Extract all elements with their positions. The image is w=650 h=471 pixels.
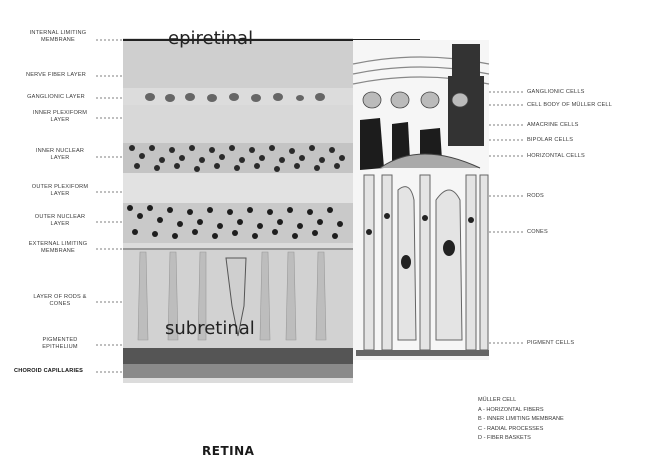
label-ganglionic-layer: GANGLIONIC LAYER — [18, 94, 94, 101]
pigment-band — [123, 348, 353, 364]
epiretinal-label: epiretinal — [168, 28, 253, 49]
pigment-cells — [356, 350, 489, 356]
legend-item-b: B - INNER LIMITING MEMBRANE — [478, 415, 564, 425]
rods-cones-right — [364, 175, 488, 350]
label-pigmented-epithelium: PIGMENTED EPITHELIUM — [30, 337, 90, 350]
legend-title: MÜLLER CELL — [478, 396, 564, 406]
label-muller-cell-body: CELL BODY OF MÜLLER CELL — [527, 102, 612, 109]
label-external-limiting-membrane: EXTERNAL LIMITING MEMBRANE — [20, 241, 96, 254]
label-outer-nuclear-layer: OUTER NUCLEAR LAYER — [30, 214, 90, 227]
right-leader-lines — [489, 92, 524, 343]
legend-item-d: D - FIBER BASKETS — [478, 434, 564, 444]
label-nerve-fiber-layer: NERVE FIBER LAYER — [18, 72, 94, 79]
label-inner-plexiform-layer: INNER PLEXIFORM LAYER — [30, 110, 90, 123]
outer-plexiform-band — [123, 173, 353, 203]
legend-item-c: C - RADIAL PROCESSES — [478, 425, 564, 435]
subretinal-label: subretinal — [165, 318, 255, 339]
muller-cell-legend: MÜLLER CELL A - HORIZONTAL FIBERS B - IN… — [478, 396, 564, 444]
label-outer-plexiform-layer: OUTER PLEXIFORM LAYER — [30, 184, 90, 197]
label-ganglionic-cells: GANGLIONIC CELLS — [527, 89, 585, 96]
retina-title: RETINA — [202, 444, 254, 458]
label-pigment-cells: PIGMENT CELLS — [527, 340, 574, 347]
inner-plexiform-band — [123, 105, 353, 143]
label-rods: RODS — [527, 193, 544, 200]
label-horizontal-cells: HORIZONTAL CELLS — [527, 153, 585, 160]
label-rods-cones-layer: LAYER OF RODS & CONES — [30, 294, 90, 307]
label-choroid-capillaries: CHOROID CAPILLARIES — [14, 368, 83, 375]
choroid-band — [123, 364, 353, 378]
label-inner-nuclear-layer: INNER NUCLEAR LAYER — [30, 148, 90, 161]
label-internal-limiting-membrane: INTERNAL LIMITING MEMBRANE — [22, 30, 94, 43]
legend-item-a: A - HORIZONTAL FIBERS — [478, 406, 564, 416]
label-bipolar-cells: BIPOLAR CELLS — [527, 137, 573, 144]
label-cones: CONES — [527, 229, 548, 236]
label-amacrine-cells: AMACRINE CELLS — [527, 122, 579, 129]
left-leader-lines — [96, 40, 123, 372]
